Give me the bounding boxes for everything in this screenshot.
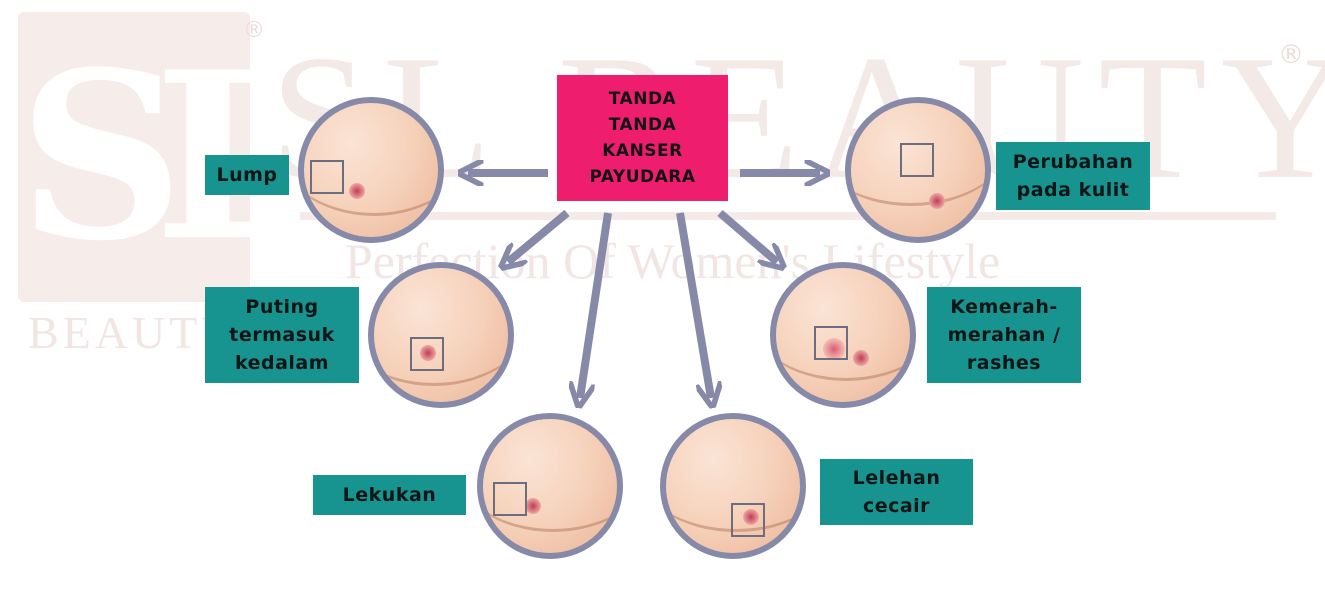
nipple-mark	[525, 498, 541, 514]
arrow-to-redness	[717, 209, 777, 262]
label-lump: Lump	[205, 155, 289, 195]
arrow-to-nipple-inversion	[508, 209, 570, 262]
breast-image-redness	[770, 262, 916, 408]
label-discharge: Lelehan cecair	[820, 459, 973, 525]
title-text: TANDA TANDA KANSER PAYUDARA	[589, 89, 696, 187]
nipple-mark	[929, 193, 945, 209]
highlight-square	[410, 337, 444, 371]
highlight-square	[493, 482, 527, 516]
redness-mark	[823, 338, 845, 360]
breast-image-discharge	[660, 413, 806, 559]
label-nipple-inversion: Puting termasuk kedalam	[205, 287, 359, 383]
breast-image-lump	[298, 97, 444, 243]
label-dimpling: Lekukan	[313, 475, 466, 515]
highlight-square	[310, 160, 344, 194]
label-redness: Kemerah- merahan / rashes	[927, 287, 1081, 383]
arrow-to-dimpling	[580, 212, 612, 398]
highlight-square	[900, 143, 934, 177]
nipple-mark	[349, 183, 365, 199]
label-skin-change: Perubahan pada kulit	[996, 142, 1150, 210]
highlight-square	[814, 326, 848, 360]
nipple-mark	[743, 509, 759, 525]
highlight-square	[731, 503, 765, 537]
breast-image-nipple-inversion	[368, 262, 514, 408]
nipple-mark	[853, 350, 869, 366]
title-box: TANDA TANDA KANSER PAYUDARA	[557, 75, 728, 201]
nipple-mark	[420, 345, 436, 361]
arrow-to-discharge	[676, 212, 711, 398]
breast-image-skin-change	[845, 97, 991, 243]
breast-image-dimpling	[477, 413, 623, 559]
